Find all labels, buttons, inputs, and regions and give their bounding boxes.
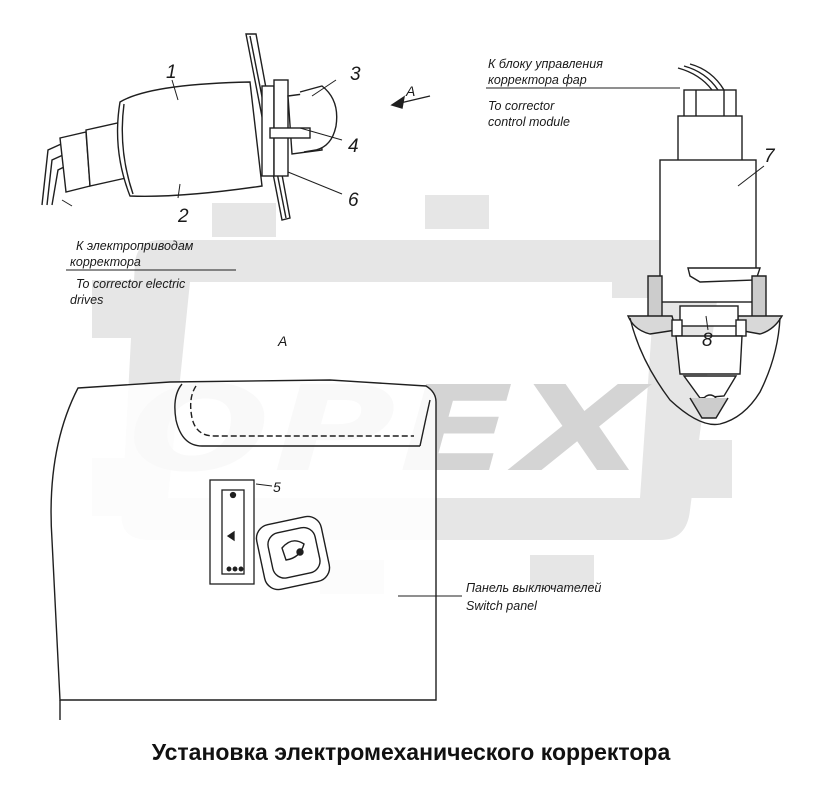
headlamp-switch-icon [255,515,331,591]
callout-4: 4 [348,136,359,157]
callout-7: 7 [764,146,776,167]
caption-control-module-ru-2: корректора фар [488,73,587,87]
caption-electric-drives-ru-2: корректора [70,255,141,269]
view-label: A [277,333,287,349]
callout-6: 6 [348,190,359,211]
caption-switch-panel-en: Switch panel [466,599,538,613]
caption-control-module-ru-1: К блоку управления [488,57,603,71]
caption-control-module-en-1: To corrector [488,99,555,113]
caption-electric-drives-ru-1: К электроприводам [76,239,194,253]
corrector-switch [209,479,255,585]
caption-control-module-en-2: control module [488,115,570,129]
callout-8: 8 [702,330,713,351]
captions: К электроприводам корректора To correcto… [70,57,603,613]
callout-1: 1 [166,62,177,83]
view-arrow-icon [390,95,431,109]
corrector-unit [41,33,338,221]
control-module-assembly [626,63,784,426]
callout-2: 2 [177,206,189,227]
leader-lines-right [486,87,765,331]
caption-electric-drives-en-1: To corrector electric [76,277,186,291]
caption-switch-panel-ru: Панель выключателей [466,581,601,595]
view-marker: A [405,83,415,99]
leader-lines-bottom [255,483,462,597]
callout-5: 5 [273,479,281,495]
leader-lines-upper [61,79,343,271]
callout-3: 3 [350,64,361,85]
caption-electric-drives-en-2: drives [70,293,103,307]
page-title: Установка электромеханического корректор… [152,739,671,765]
callout-numbers: 1 2 3 4 5 6 7 8 A A [166,62,776,495]
